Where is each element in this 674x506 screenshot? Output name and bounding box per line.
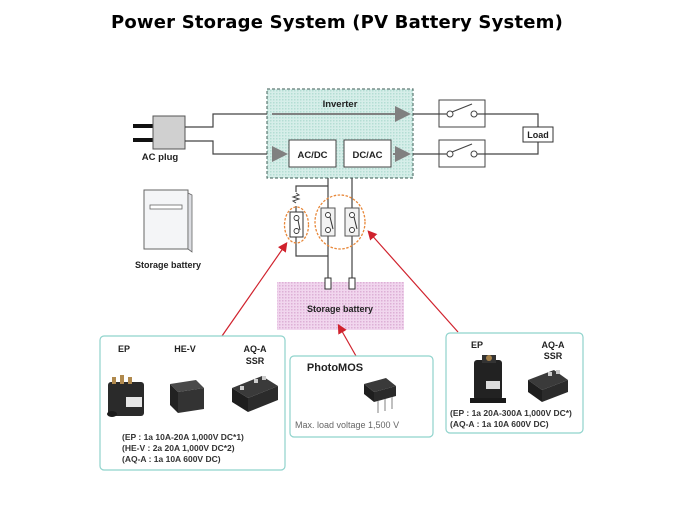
left-spec-hev: (HE-V : 2a 20A 1,000V DC*2) bbox=[122, 443, 235, 453]
main-relay-positive bbox=[320, 207, 336, 237]
ac-plug: AC plug bbox=[133, 115, 186, 163]
acdc-box bbox=[288, 139, 337, 168]
left-spec-ep: (EP : 1a 10A-20A 1,000V DC*1) bbox=[122, 432, 244, 442]
dcac-label: DC/AC bbox=[352, 150, 382, 161]
aqa-ssr-image bbox=[232, 376, 278, 412]
right-product-panel: EP AQ-A SSR (EP : 1a 20A-300A 1,000V DC*… bbox=[445, 332, 584, 434]
pointer-arrows bbox=[221, 230, 459, 357]
ep-relay-image bbox=[107, 375, 144, 417]
storage-battery-block-label: Storage battery bbox=[307, 304, 373, 314]
right-aqa-ssr-image bbox=[528, 370, 568, 402]
inverter-block: Inverter AC/DC DC/AC bbox=[266, 88, 414, 179]
hev-relay-image bbox=[170, 380, 204, 413]
product-ssr-label: SSR bbox=[246, 356, 265, 366]
precharge-highlight bbox=[283, 206, 310, 244]
pointer-middle bbox=[337, 323, 357, 357]
pointer-right bbox=[367, 230, 459, 333]
main-relay-negative bbox=[344, 207, 360, 237]
storage-battery-icon: Storage battery bbox=[135, 189, 201, 270]
ac-plug-icon bbox=[152, 115, 186, 150]
product-ep-label: EP bbox=[118, 344, 130, 354]
load-label: Load bbox=[527, 130, 549, 140]
ac-plug-label: AC plug bbox=[142, 152, 179, 163]
photomos-chip-image bbox=[364, 378, 396, 413]
left-product-panel: EP HE-V AQ-A SSR (EP : 1a 10A-20A bbox=[99, 335, 286, 471]
relay-switch-top bbox=[438, 99, 486, 128]
acdc-label: AC/DC bbox=[297, 150, 327, 161]
load-box bbox=[522, 126, 554, 143]
storage-battery-icon-label: Storage battery bbox=[135, 260, 201, 270]
right-product-ssr-label: SSR bbox=[544, 351, 563, 361]
ep-large-relay-image bbox=[470, 355, 506, 403]
right-product-ep-label: EP bbox=[471, 340, 483, 350]
right-spec-ep: (EP : 1a 20A-300A 1,000V DC*) bbox=[450, 408, 572, 418]
photomos-spec: Max. load voltage 1,500 V bbox=[295, 420, 399, 430]
inverter-label: Inverter bbox=[323, 99, 358, 110]
left-spec-aqa: (AQ-A : 1a 10A 600V DC) bbox=[122, 454, 221, 464]
right-product-aqa-label: AQ-A bbox=[542, 340, 565, 350]
product-aqa-label: AQ-A bbox=[244, 344, 267, 354]
ac-wiring bbox=[185, 113, 267, 155]
dcac-box bbox=[343, 139, 392, 168]
output-relays: Load bbox=[413, 99, 554, 168]
middle-product-panel: PhotoMOS Max. load voltage 1,500 V bbox=[289, 355, 434, 438]
storage-battery-block: Storage battery bbox=[277, 277, 404, 330]
precharge-relay bbox=[289, 211, 304, 238]
right-spec-aqa: (AQ-A : 1a 10A 600V DC) bbox=[450, 419, 549, 429]
pointer-left bbox=[221, 242, 288, 337]
photomos-label: PhotoMOS bbox=[307, 362, 363, 374]
relay-switch-bottom bbox=[438, 139, 486, 168]
product-hev-label: HE-V bbox=[174, 344, 196, 354]
battery-relays bbox=[283, 178, 366, 290]
page-title: Power Storage System (PV Battery System) bbox=[110, 12, 564, 33]
main-relay-highlight bbox=[314, 194, 366, 250]
